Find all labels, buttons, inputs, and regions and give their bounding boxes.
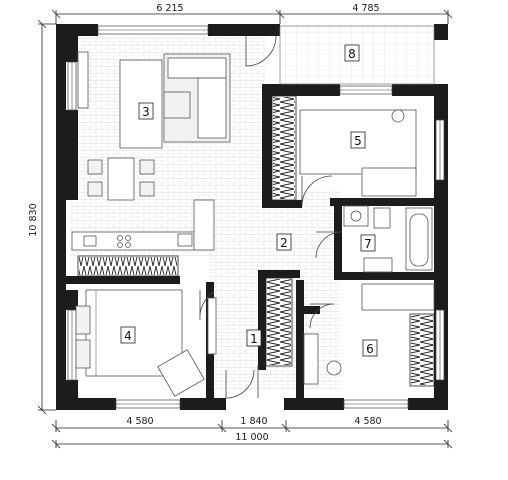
room-8-label: 8 — [348, 47, 356, 61]
wall-bed6-north-a — [296, 306, 320, 314]
wall-west-pillar-2 — [66, 110, 78, 200]
room-labels: 3 2 4 1 5 6 7 8 — [120, 44, 378, 357]
dining-table — [87, 157, 155, 201]
chair-bed5 — [391, 109, 405, 123]
room-3-label: 3 — [142, 105, 150, 119]
dimension-lines — [37, 9, 453, 449]
washing-machine — [363, 257, 393, 273]
wall-bed5-south-a — [262, 200, 302, 208]
wall-west-pillar-3 — [66, 290, 78, 310]
wall-terrace-post — [434, 24, 448, 40]
dim-top-right: 4 785 — [352, 3, 379, 14]
armchair-bed4 — [157, 349, 205, 397]
wall-bed4-north — [66, 276, 180, 284]
terrace-outline — [279, 25, 435, 85]
wall-bed6-west — [296, 280, 304, 410]
desk-bed6 — [303, 333, 319, 385]
dim-bottom-left: 4 580 — [126, 416, 153, 427]
bed-5 — [361, 167, 417, 197]
armchair-living — [163, 91, 191, 119]
toilet — [373, 207, 391, 229]
wall-bed5-north-a — [262, 84, 340, 96]
wall-bed5-south-b — [330, 198, 434, 206]
room-1-label: 1 — [250, 332, 258, 346]
wall-bed5-north-b — [392, 84, 448, 96]
room-4-label: 4 — [124, 329, 132, 343]
kitchen-counter — [71, 199, 215, 251]
room-5-label: 5 — [354, 134, 362, 148]
tv-stand — [77, 51, 89, 109]
wall-south-c — [284, 398, 344, 410]
washbasin — [343, 205, 369, 227]
windows — [67, 25, 445, 409]
shelf-bed6 — [361, 283, 435, 311]
wall-bath-south — [334, 272, 448, 280]
mirror-bed4 — [207, 297, 217, 355]
wall-closet1-north — [264, 270, 300, 278]
wall-south-a — [56, 398, 116, 410]
chair-bed6 — [326, 360, 342, 376]
dim-top-left: 6 215 — [156, 3, 183, 14]
room-6-label: 6 — [366, 342, 374, 356]
dim-left-total: 10 830 — [28, 203, 39, 236]
doors — [199, 35, 343, 399]
wall-south-b — [180, 398, 226, 410]
wall-west — [56, 24, 66, 410]
wall-north-b — [208, 24, 280, 36]
room-7-label: 7 — [364, 237, 372, 251]
dim-bottom-total: 11 000 — [235, 432, 268, 443]
rug-living — [119, 59, 163, 149]
wall-west-pillar-1 — [66, 24, 78, 62]
wall-bed5-west — [262, 84, 272, 208]
dim-bottom-right: 4 580 — [354, 416, 381, 427]
wall-closet1-west — [258, 270, 266, 370]
room-2-label: 2 — [280, 236, 288, 250]
dim-bottom-mid: 1 840 — [240, 416, 267, 427]
wall-bath-west — [334, 198, 342, 278]
